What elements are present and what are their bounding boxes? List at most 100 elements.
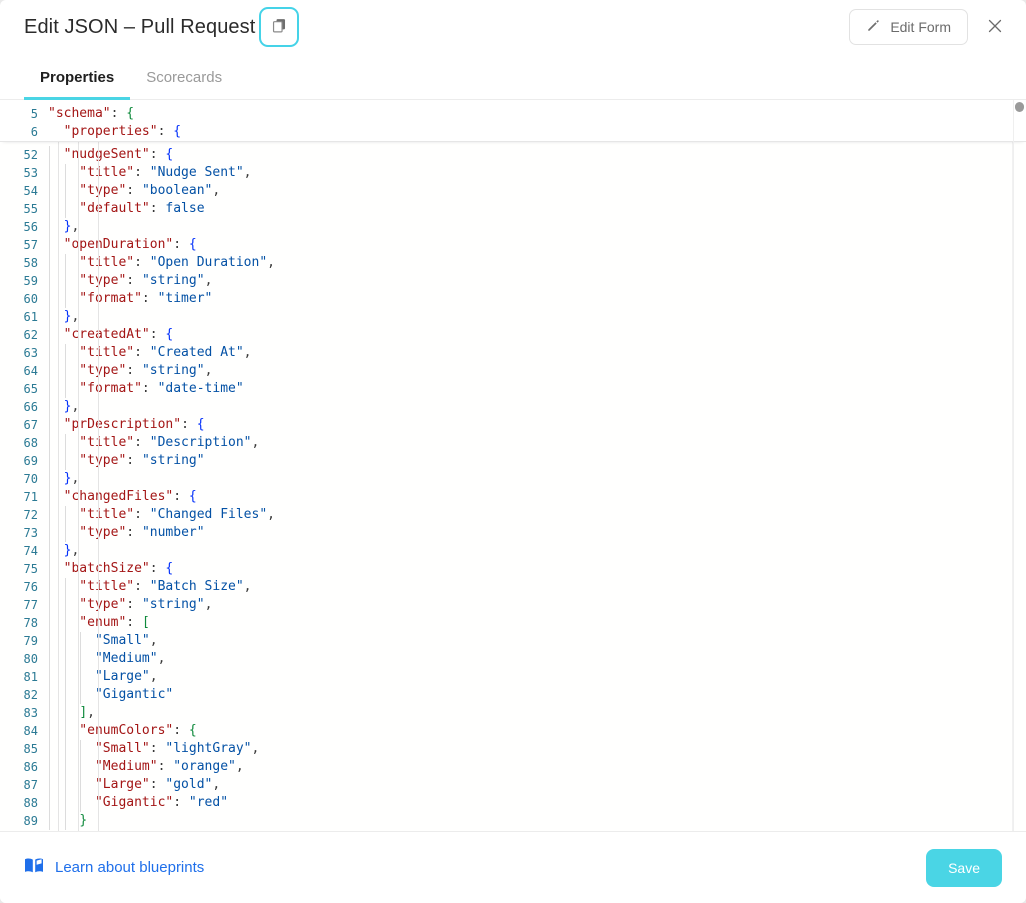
code-line-text: "batchSize": {	[48, 560, 1026, 578]
code-token: "number"	[141, 525, 205, 540]
code-line[interactable]: 62 "createdAt": {	[0, 326, 1026, 344]
code-token	[142, 255, 150, 270]
code-line[interactable]: 58 "title": "Open Duration",	[0, 254, 1026, 272]
code-token: :	[149, 201, 158, 216]
code-token: ,	[71, 309, 80, 324]
code-line[interactable]: 54 "type": "boolean",	[0, 182, 1026, 200]
vertical-scrollbar-thumb[interactable]	[1015, 102, 1024, 112]
learn-about-blueprints-link[interactable]: Learn about blueprints	[24, 857, 204, 878]
indent-guide	[64, 704, 66, 722]
code-line[interactable]: 60 "format": "timer"	[0, 290, 1026, 308]
code-line[interactable]: 6 "properties": {	[0, 123, 1026, 141]
code-line[interactable]: 65 "format": "date-time"	[0, 380, 1026, 398]
vertical-scrollbar[interactable]	[1013, 100, 1026, 831]
code-token: {	[165, 561, 174, 576]
code-line[interactable]: 89 }	[0, 812, 1026, 830]
code-token: ,	[157, 651, 166, 666]
code-line[interactable]: 84 "enumColors": {	[0, 722, 1026, 740]
line-number: 61	[23, 310, 38, 324]
code-token: ,	[71, 399, 80, 414]
indent-guide	[64, 272, 66, 290]
close-button[interactable]	[978, 10, 1012, 44]
code-token: :	[157, 124, 166, 139]
code-line[interactable]: 5"schema": {	[0, 105, 1026, 123]
code-token	[48, 543, 64, 558]
code-line[interactable]: 74 },	[0, 542, 1026, 560]
code-token: false	[165, 201, 205, 216]
code-line[interactable]: 67 "prDescription": {	[0, 416, 1026, 434]
code-line[interactable]: 79 "Small",	[0, 632, 1026, 650]
code-token	[142, 435, 150, 450]
indent-guide	[49, 272, 50, 290]
indent-guide	[64, 812, 66, 830]
line-number: 84	[23, 724, 38, 738]
code-line[interactable]: 77 "type": "string",	[0, 596, 1026, 614]
code-line-text: "title": "Nudge Sent",	[48, 164, 1026, 182]
code-line[interactable]: 59 "type": "string",	[0, 272, 1026, 290]
code-token: ,	[243, 579, 252, 594]
indent-guide	[64, 344, 66, 362]
line-number: 67	[23, 418, 38, 432]
code-token	[142, 579, 150, 594]
edit-form-label: Edit Form	[890, 19, 951, 35]
tab-properties[interactable]: Properties	[24, 69, 131, 100]
indent-guide	[49, 452, 50, 470]
code-line[interactable]: 83 ],	[0, 704, 1026, 722]
code-line[interactable]: 56 },	[0, 218, 1026, 236]
code-token: "Open Duration"	[149, 255, 268, 270]
code-token: "title"	[48, 345, 135, 360]
code-line-text: },	[48, 218, 1026, 236]
copy-json-button[interactable]	[259, 7, 300, 47]
code-token: "Small"	[48, 633, 150, 648]
code-token: :	[134, 435, 142, 450]
code-line[interactable]: 82 "Gigantic"	[0, 686, 1026, 704]
code-line[interactable]: 73 "type": "number"	[0, 524, 1026, 542]
code-line[interactable]: 76 "title": "Batch Size",	[0, 578, 1026, 596]
editor-content[interactable]: 52 "nudgeSent": {53 "title": "Nudge Sent…	[0, 100, 1026, 831]
code-line[interactable]: 86 "Medium": "orange",	[0, 758, 1026, 776]
code-line[interactable]: 80 "Medium",	[0, 650, 1026, 668]
code-line[interactable]: 70 },	[0, 470, 1026, 488]
line-number: 77	[23, 598, 38, 612]
code-line[interactable]: 55 "default": false	[0, 200, 1026, 218]
line-number: 6	[30, 125, 38, 139]
tab-scorecards[interactable]: Scorecards	[130, 69, 238, 100]
code-token	[48, 219, 64, 234]
line-number: 80	[23, 652, 38, 666]
edit-form-button[interactable]: Edit Form	[849, 9, 968, 45]
code-token: :	[134, 345, 142, 360]
code-token: "type"	[48, 525, 127, 540]
code-line[interactable]: 61 },	[0, 308, 1026, 326]
code-line[interactable]: 88 "Gigantic": "red"	[0, 794, 1026, 812]
indent-guide	[64, 254, 66, 272]
code-token: {	[188, 489, 197, 504]
code-token: {	[173, 124, 182, 139]
code-line[interactable]: 71 "changedFiles": {	[0, 488, 1026, 506]
code-line[interactable]: 75 "batchSize": {	[0, 560, 1026, 578]
code-line[interactable]: 57 "openDuration": {	[0, 236, 1026, 254]
line-number: 75	[23, 562, 38, 576]
indent-guide	[49, 596, 50, 614]
code-line[interactable]: 66 },	[0, 398, 1026, 416]
code-token	[134, 273, 142, 288]
code-line[interactable]: 69 "type": "string"	[0, 452, 1026, 470]
code-line-text: },	[48, 542, 1026, 560]
code-line[interactable]: 52 "nudgeSent": {	[0, 146, 1026, 164]
code-line[interactable]: 87 "Large": "gold",	[0, 776, 1026, 794]
code-line[interactable]: 78 "enum": [	[0, 614, 1026, 632]
code-line[interactable]: 64 "type": "string",	[0, 362, 1026, 380]
code-token: :	[149, 561, 158, 576]
code-line[interactable]: 68 "title": "Description",	[0, 434, 1026, 452]
indent-guide	[49, 416, 50, 434]
code-line[interactable]: 81 "Large",	[0, 668, 1026, 686]
code-line[interactable]: 85 "Small": "lightGray",	[0, 740, 1026, 758]
code-line[interactable]: 63 "title": "Created At",	[0, 344, 1026, 362]
code-line[interactable]: 72 "title": "Changed Files",	[0, 506, 1026, 524]
line-number: 88	[23, 796, 38, 810]
save-button[interactable]: Save	[926, 848, 1002, 887]
code-line[interactable]: 53 "title": "Nudge Sent",	[0, 164, 1026, 182]
line-number: 64	[23, 364, 38, 378]
code-token: ,	[71, 543, 80, 558]
json-editor[interactable]: 52 "nudgeSent": {53 "title": "Nudge Sent…	[0, 100, 1026, 831]
